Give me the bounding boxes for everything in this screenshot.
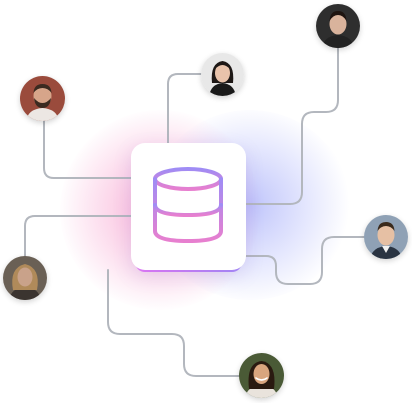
avatar-man-right[interactable] — [364, 215, 408, 259]
database-hub[interactable] — [131, 143, 246, 270]
person-photo-icon — [20, 76, 65, 121]
connector-man-right — [245, 236, 365, 285]
avatar-bearded-man[interactable] — [20, 76, 65, 121]
avatar-woman-left[interactable] — [3, 256, 47, 300]
person-photo-icon — [316, 4, 360, 48]
avatar-man-top-right[interactable] — [316, 4, 360, 48]
connector-woman-bottom — [107, 269, 241, 377]
person-photo-icon — [201, 53, 244, 96]
avatar-woman-bottom[interactable] — [239, 353, 284, 398]
person-photo-icon — [364, 215, 408, 259]
database-icon — [153, 167, 223, 243]
connector-woman-top — [167, 73, 203, 144]
avatar-woman-top[interactable] — [201, 53, 244, 96]
person-photo-icon — [239, 353, 284, 398]
person-photo-icon — [3, 256, 47, 300]
connector-woman-left — [24, 215, 132, 257]
connector-man-top-right — [245, 47, 339, 205]
connector-bearded-man — [43, 119, 132, 179]
